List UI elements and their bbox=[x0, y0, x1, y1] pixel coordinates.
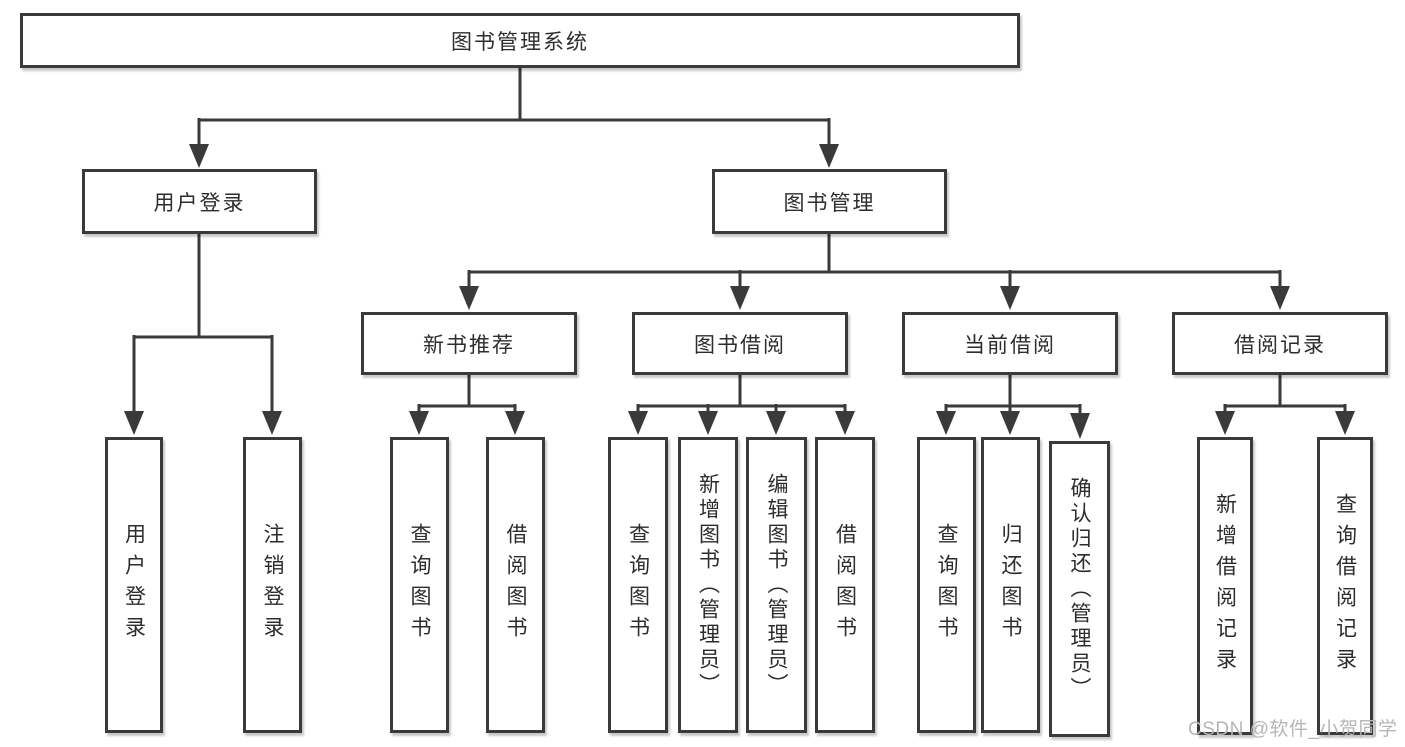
leaf-br-add-record: 新增借阅记录 bbox=[1197, 437, 1253, 735]
leaf-cb-confirm-return-admin: 确认归还（管理员） bbox=[1049, 441, 1110, 737]
connector-user-login-to-leaves bbox=[124, 233, 282, 435]
connector-new-book-recommend-to-leaves bbox=[409, 373, 525, 435]
node-label: 编辑图书（管理员） bbox=[765, 472, 788, 698]
node-label: 归还图书 bbox=[999, 523, 1022, 647]
node-label: 借阅记录 bbox=[1234, 333, 1326, 357]
node-label: 新增借阅记录 bbox=[1213, 493, 1237, 679]
node-label: 用户登录 bbox=[122, 523, 146, 647]
leaf-nb-borrow-books: 借阅图书 bbox=[486, 437, 545, 733]
leaf-logout: 注销登录 bbox=[243, 437, 302, 733]
connector-root-to-level2 bbox=[189, 67, 839, 168]
leaf-bb-borrow-books: 借阅图书 bbox=[815, 437, 875, 733]
node-label: 用户登录 bbox=[153, 191, 246, 215]
node-label: 查询借阅记录 bbox=[1333, 493, 1357, 679]
node-label: 确认归还（管理员） bbox=[1068, 476, 1091, 702]
node-label: 借阅图书 bbox=[504, 523, 527, 647]
node-label: 新书推荐 bbox=[423, 333, 515, 357]
node-label: 新增图书（管理员） bbox=[696, 472, 720, 698]
leaf-bb-query-books: 查询图书 bbox=[608, 437, 668, 733]
node-label: 查询图书 bbox=[626, 523, 650, 647]
node-current-borrowing: 当前借阅 bbox=[902, 312, 1118, 375]
node-borrowing-records: 借阅记录 bbox=[1172, 312, 1388, 375]
connector-book-borrowing-to-leaves bbox=[628, 373, 855, 435]
node-label: 图书管理 bbox=[783, 191, 876, 215]
leaf-user-login: 用户登录 bbox=[105, 437, 163, 733]
node-book-management: 图书管理 bbox=[712, 169, 947, 234]
node-label: 注销登录 bbox=[261, 523, 284, 647]
node-label: 查询图书 bbox=[935, 523, 958, 647]
leaf-nb-query-books: 查询图书 bbox=[390, 437, 449, 733]
node-label: 图书借阅 bbox=[694, 333, 786, 357]
node-new-book-recommend: 新书推荐 bbox=[361, 312, 577, 375]
leaf-cb-return-books: 归还图书 bbox=[981, 437, 1040, 733]
connector-book-management-to-level3 bbox=[459, 233, 1290, 310]
watermark-csdn: CSDN @软件_小贺同学 bbox=[1188, 719, 1398, 740]
node-label: 借阅图书 bbox=[833, 523, 857, 647]
node-label: 图书管理系统 bbox=[451, 30, 589, 54]
leaf-bb-edit-books-admin: 编辑图书（管理员） bbox=[746, 437, 807, 733]
leaf-bb-add-books-admin: 新增图书（管理员） bbox=[678, 437, 738, 733]
leaf-br-query-record: 查询借阅记录 bbox=[1317, 437, 1373, 735]
node-user-login: 用户登录 bbox=[82, 169, 317, 234]
connector-borrowing-records-to-leaves bbox=[1215, 373, 1355, 435]
node-book-borrowing: 图书借阅 bbox=[632, 312, 848, 375]
node-label: 当前借阅 bbox=[964, 333, 1056, 357]
node-label: 查询图书 bbox=[408, 523, 431, 647]
connector-current-borrowing-to-leaves bbox=[936, 373, 1090, 439]
node-library-system: 图书管理系统 bbox=[20, 13, 1020, 68]
leaf-cb-query-books: 查询图书 bbox=[917, 437, 976, 733]
